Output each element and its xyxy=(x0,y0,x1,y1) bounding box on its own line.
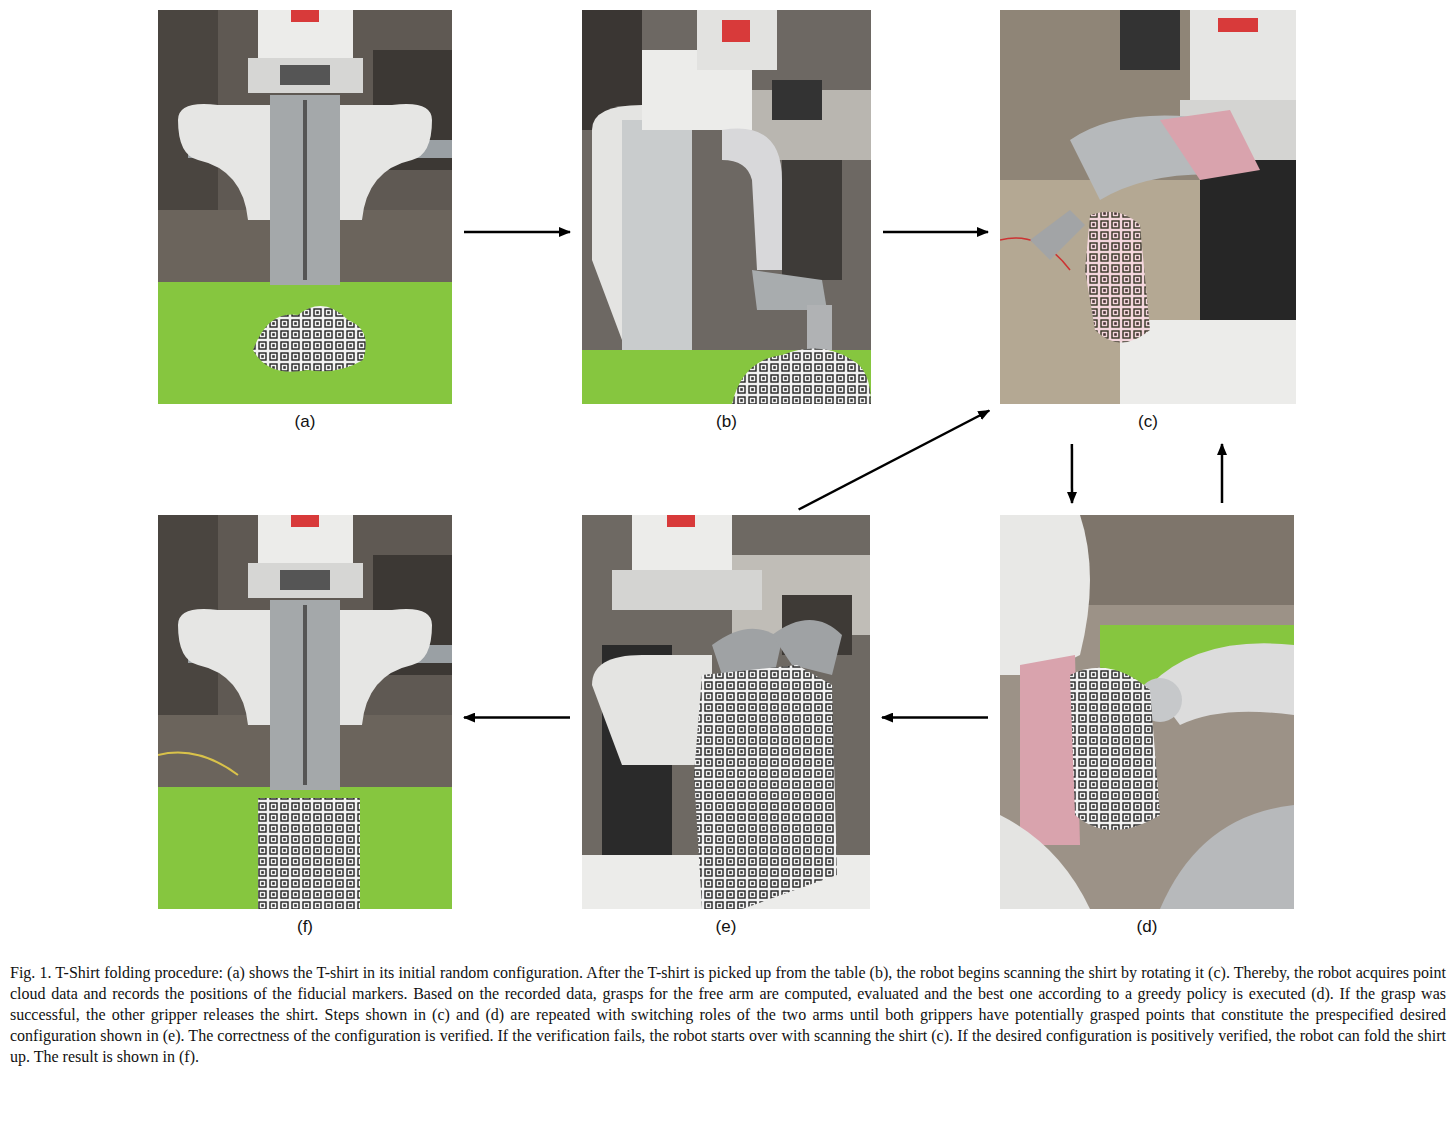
photo-d xyxy=(1000,515,1294,909)
panel-label: (b) xyxy=(714,412,739,431)
panel-label-wrap: (e) xyxy=(582,917,870,937)
photo-panel: (f) xyxy=(158,515,452,937)
photo-panel: (b) xyxy=(582,10,871,432)
flow-arrow xyxy=(464,231,570,234)
panel-label-wrap: (b) xyxy=(582,412,871,432)
flow-arrow xyxy=(882,716,988,719)
flow-arrow xyxy=(883,231,988,234)
panel-label-wrap: (f) xyxy=(158,917,452,937)
panel-label-wrap: (d) xyxy=(1000,917,1294,937)
panel-label: (f) xyxy=(295,917,315,936)
figure-caption: Fig. 1. T-Shirt folding procedure: (a) s… xyxy=(10,962,1446,1067)
photo-e xyxy=(582,515,870,909)
panel-label-wrap: (a) xyxy=(158,412,452,432)
photo-panel: (c) xyxy=(1000,10,1296,432)
flow-arrow xyxy=(1071,444,1074,503)
panel-label-wrap: (c) xyxy=(1000,412,1296,432)
photo-panel: (d) xyxy=(1000,515,1294,937)
photo-f xyxy=(158,515,452,909)
panel-label: (a) xyxy=(293,412,318,431)
panel-label: (e) xyxy=(714,917,739,936)
photo-panel: (a) xyxy=(158,10,452,432)
flow-arrow xyxy=(464,716,570,719)
photo-c xyxy=(1000,10,1296,404)
panel-label: (c) xyxy=(1136,412,1160,431)
flow-arrow xyxy=(799,411,990,510)
photo-a xyxy=(158,10,452,404)
panel-label: (d) xyxy=(1135,917,1160,936)
photo-panel: (e) xyxy=(582,515,870,937)
photo-b xyxy=(582,10,871,404)
flow-arrow xyxy=(1221,444,1224,503)
